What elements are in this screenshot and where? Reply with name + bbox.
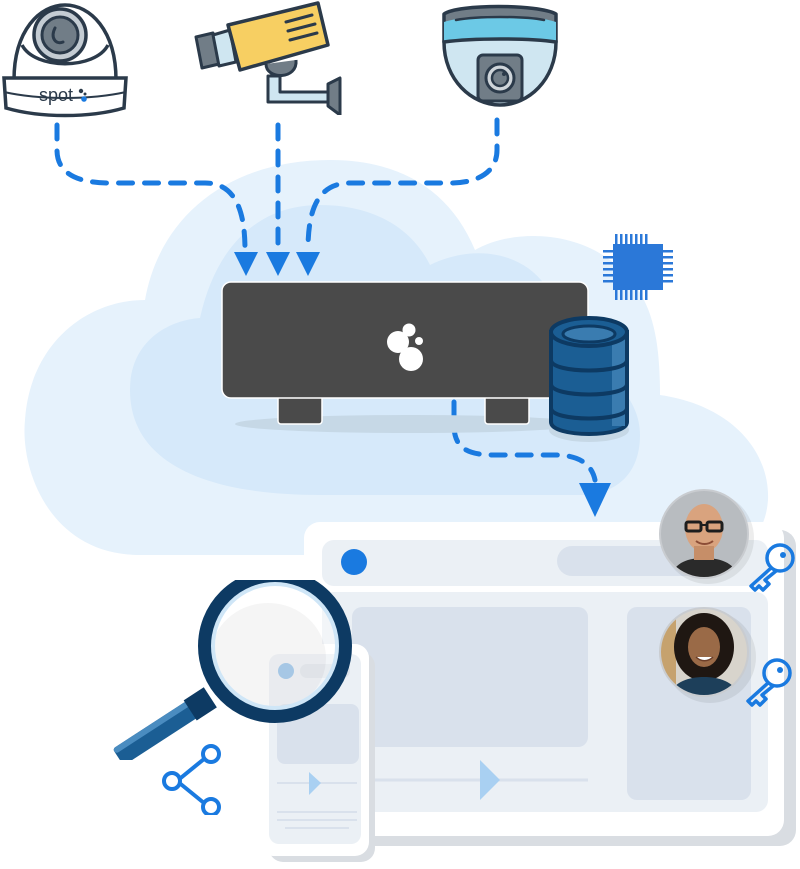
processor-chip-icon bbox=[600, 230, 680, 305]
brand-logo-icon bbox=[387, 323, 423, 371]
flow-line-to-app bbox=[451, 399, 598, 483]
avatar-user-1 bbox=[656, 488, 756, 588]
avatar-user-2 bbox=[656, 605, 756, 705]
arrow-down-icon bbox=[234, 252, 258, 276]
web-app-window bbox=[302, 520, 800, 850]
magnifying-glass-icon bbox=[100, 580, 365, 760]
cloud-video-appliance bbox=[220, 280, 590, 440]
bullet-camera bbox=[188, 0, 348, 115]
arrow-down-icon bbox=[266, 252, 290, 276]
share-icon bbox=[160, 740, 225, 815]
play-icon bbox=[309, 772, 321, 795]
access-key-icon-user-2[interactable] bbox=[742, 655, 797, 710]
ceiling-dome-camera bbox=[438, 0, 563, 115]
flow-line-dome-camera bbox=[54, 122, 248, 253]
arrow-down-icon bbox=[579, 483, 611, 517]
flow-line-ceiling-camera bbox=[305, 117, 500, 253]
database-storage-icon bbox=[546, 312, 632, 447]
app-status-dot bbox=[341, 549, 367, 575]
play-icon bbox=[480, 760, 500, 800]
access-key-icon-user-1[interactable] bbox=[745, 540, 800, 595]
arrow-down-icon bbox=[296, 252, 320, 276]
dome-camera-branded: spot bbox=[0, 0, 130, 125]
camera-brand-label: spot bbox=[39, 85, 73, 105]
